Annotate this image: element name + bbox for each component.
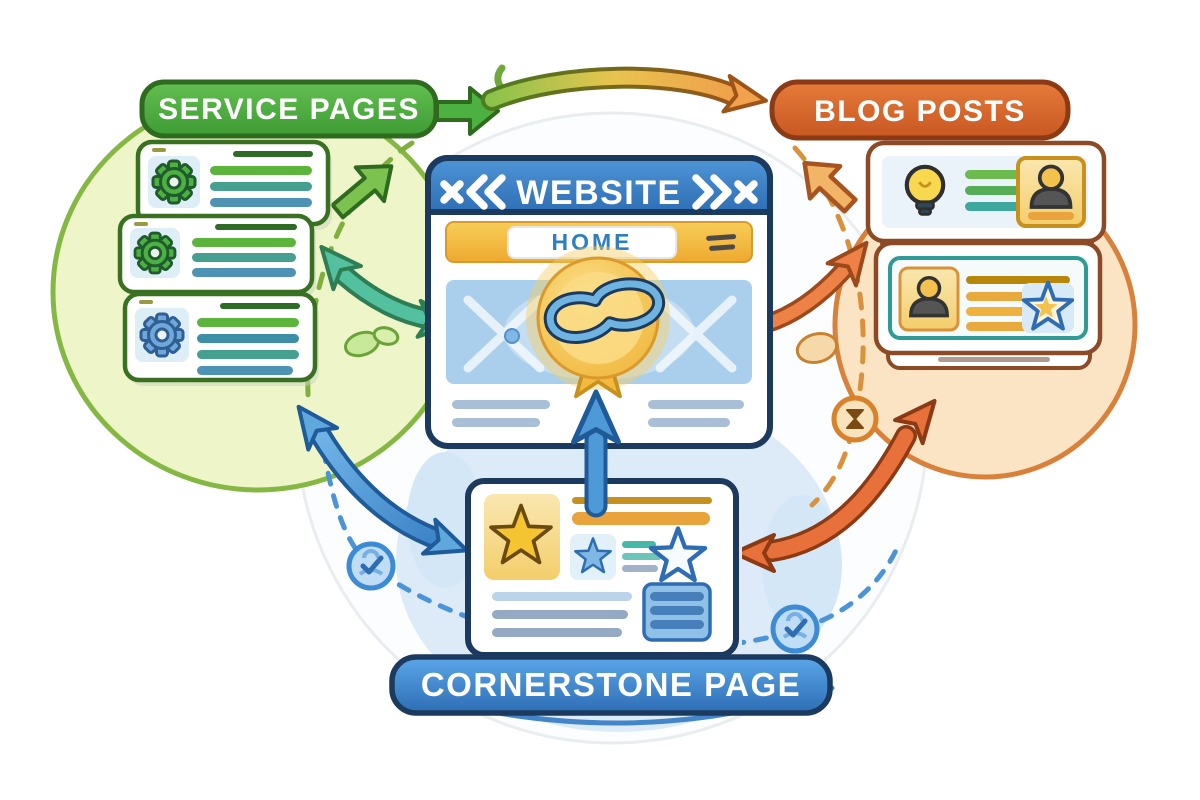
arrow-service-to-blog-arc <box>481 64 772 121</box>
connection-arrows <box>282 64 951 573</box>
close-cross-icon <box>440 180 464 204</box>
blob-accent <box>795 332 839 364</box>
text-line <box>233 151 313 157</box>
text-line <box>452 418 540 427</box>
drop-decoration <box>504 328 520 344</box>
blog-posts-banner <box>769 79 1071 141</box>
gear-icon <box>133 231 177 275</box>
blog-card-1 <box>865 140 1107 244</box>
text-line <box>197 334 299 343</box>
text-line <box>965 202 1029 211</box>
service-pages-label: SERVICE PAGES <box>158 93 420 126</box>
text-line <box>192 238 296 247</box>
text-line <box>197 318 299 327</box>
cornerstone-banner <box>389 654 833 716</box>
text-line <box>220 303 300 309</box>
arrow-service-card-to-website <box>330 164 394 220</box>
text-line <box>197 366 293 375</box>
service-pages-node: SERVICE PAGES <box>117 79 439 386</box>
service-card-3 <box>122 291 319 386</box>
text-line <box>215 224 297 230</box>
forward-chevrons-icon <box>692 174 758 210</box>
text-line <box>648 400 744 409</box>
card-dash <box>152 148 166 152</box>
text-line <box>622 565 658 572</box>
text-line <box>966 307 1040 316</box>
award-badge-icon <box>526 246 670 399</box>
text-line <box>966 322 1036 331</box>
hourglass-badge-icon <box>831 395 879 443</box>
card-dash <box>134 222 148 226</box>
arrow-service-website-bidirectional <box>305 233 463 343</box>
home-label: HOME <box>552 229 633 255</box>
text-line <box>1028 212 1074 220</box>
striped-box-icon <box>642 582 712 642</box>
text-line <box>452 400 550 409</box>
text-line <box>492 610 628 619</box>
browser-header <box>425 155 773 215</box>
blog-posts-node: BLOG POSTS <box>769 79 1107 370</box>
service-card-2 <box>117 213 316 298</box>
card-dash <box>139 300 153 304</box>
website-node: WEBSITE HOME <box>425 155 773 449</box>
arrow-cornerstone-blog-bidirectional <box>732 387 951 573</box>
text-line <box>210 166 312 175</box>
cornerstone-label: CORNERSTONE PAGE <box>421 666 801 703</box>
check-badge-icon <box>770 604 820 654</box>
text-line <box>492 592 632 601</box>
text-line <box>192 268 296 277</box>
close-cross-icon <box>734 180 758 204</box>
arrow-blog-banner-pointer <box>802 160 858 214</box>
text-line <box>210 198 312 207</box>
blog-posts-label: BLOG POSTS <box>814 95 1026 128</box>
text-line <box>197 350 299 359</box>
loop-scribble <box>543 277 666 344</box>
cornerstone-node: CORNERSTONE PAGE <box>389 478 833 716</box>
text-line <box>966 276 1070 284</box>
text-line <box>622 553 662 560</box>
arrow-cornerstone-to-website <box>574 392 619 518</box>
text-line <box>572 512 710 525</box>
menu-icon <box>706 234 737 251</box>
gear-icon <box>139 312 185 358</box>
text-line <box>492 628 622 637</box>
blog-card-2 <box>873 240 1103 356</box>
gear-icon <box>151 159 197 205</box>
x-decoration <box>463 295 737 373</box>
text-line <box>210 182 312 191</box>
orbit-badges <box>346 395 879 654</box>
arrow-website-to-blog <box>756 229 883 334</box>
service-card-1 <box>135 139 332 230</box>
text-line <box>648 418 730 427</box>
text-line <box>622 541 656 548</box>
arrow-cornerstone-service-bidirectional <box>282 393 475 570</box>
orbit-dashed-orange <box>792 145 866 508</box>
text-line <box>192 253 296 262</box>
check-badge-icon <box>346 541 396 591</box>
website-label: WEBSITE <box>516 174 681 212</box>
leaf-accent <box>343 326 400 358</box>
back-chevrons-icon <box>440 174 506 210</box>
service-pages-banner <box>139 79 439 139</box>
